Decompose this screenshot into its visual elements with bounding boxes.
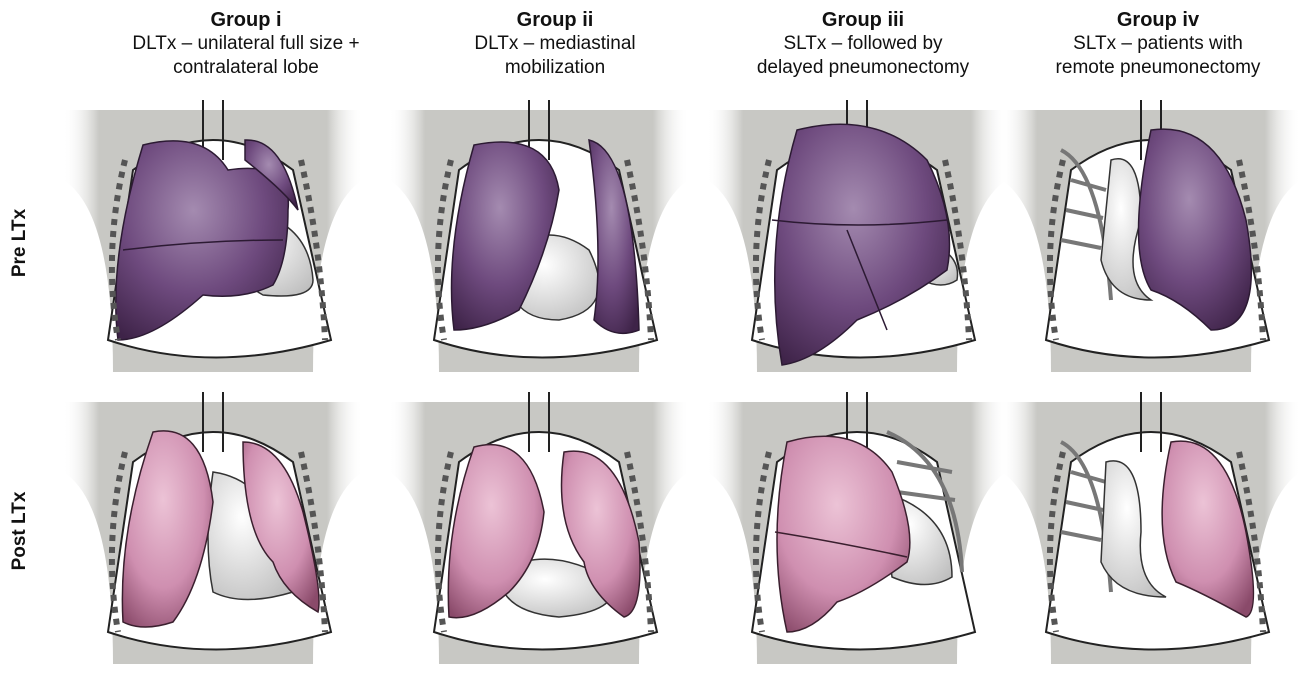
column-header-group-iii: Group iii SLTx – followed by delayed pne… xyxy=(713,8,1013,80)
panel-group-i-post xyxy=(62,392,364,664)
panel-group-ii-post xyxy=(388,392,690,664)
column-subtitle-line1: DLTx – unilateral full size + xyxy=(96,32,396,56)
column-subtitle-line2: delayed pneumonectomy xyxy=(713,56,1013,80)
thorax-illustration xyxy=(706,100,1008,372)
column-subtitle-line1: DLTx – mediastinal xyxy=(405,32,705,56)
column-header-group-iv: Group iv SLTx – patients with remote pne… xyxy=(1008,8,1302,80)
column-subtitle-line2: mobilization xyxy=(405,56,705,80)
column-subtitle-line1: SLTx – followed by xyxy=(713,32,1013,56)
row-label-pre-ltx: Pre LTx xyxy=(9,173,31,313)
panel-group-ii-pre xyxy=(388,100,690,372)
thorax-illustration xyxy=(1000,392,1302,664)
column-subtitle-line1: SLTx – patients with xyxy=(1008,32,1302,56)
panel-group-iii-pre xyxy=(706,100,1008,372)
column-title: Group ii xyxy=(405,8,705,32)
column-title: Group i xyxy=(96,8,396,32)
panel-group-iv-pre xyxy=(1000,100,1302,372)
panel-group-iii-post xyxy=(706,392,1008,664)
thorax-illustration xyxy=(388,100,690,372)
column-title: Group iii xyxy=(713,8,1013,32)
thorax-illustration xyxy=(62,392,364,664)
thorax-illustration xyxy=(388,392,690,664)
thorax-illustration xyxy=(706,392,1008,664)
panel-group-i-pre xyxy=(62,100,364,372)
row-label-post-ltx: Post LTx xyxy=(9,461,31,601)
column-header-group-i: Group i DLTx – unilateral full size + co… xyxy=(96,8,396,80)
thorax-illustration xyxy=(1000,100,1302,372)
column-subtitle-line2: contralateral lobe xyxy=(96,56,396,80)
thorax-illustration xyxy=(62,100,364,372)
column-title: Group iv xyxy=(1008,8,1302,32)
panel-group-iv-post xyxy=(1000,392,1302,664)
column-header-group-ii: Group ii DLTx – mediastinal mobilization xyxy=(405,8,705,80)
column-subtitle-line2: remote pneumonectomy xyxy=(1008,56,1302,80)
